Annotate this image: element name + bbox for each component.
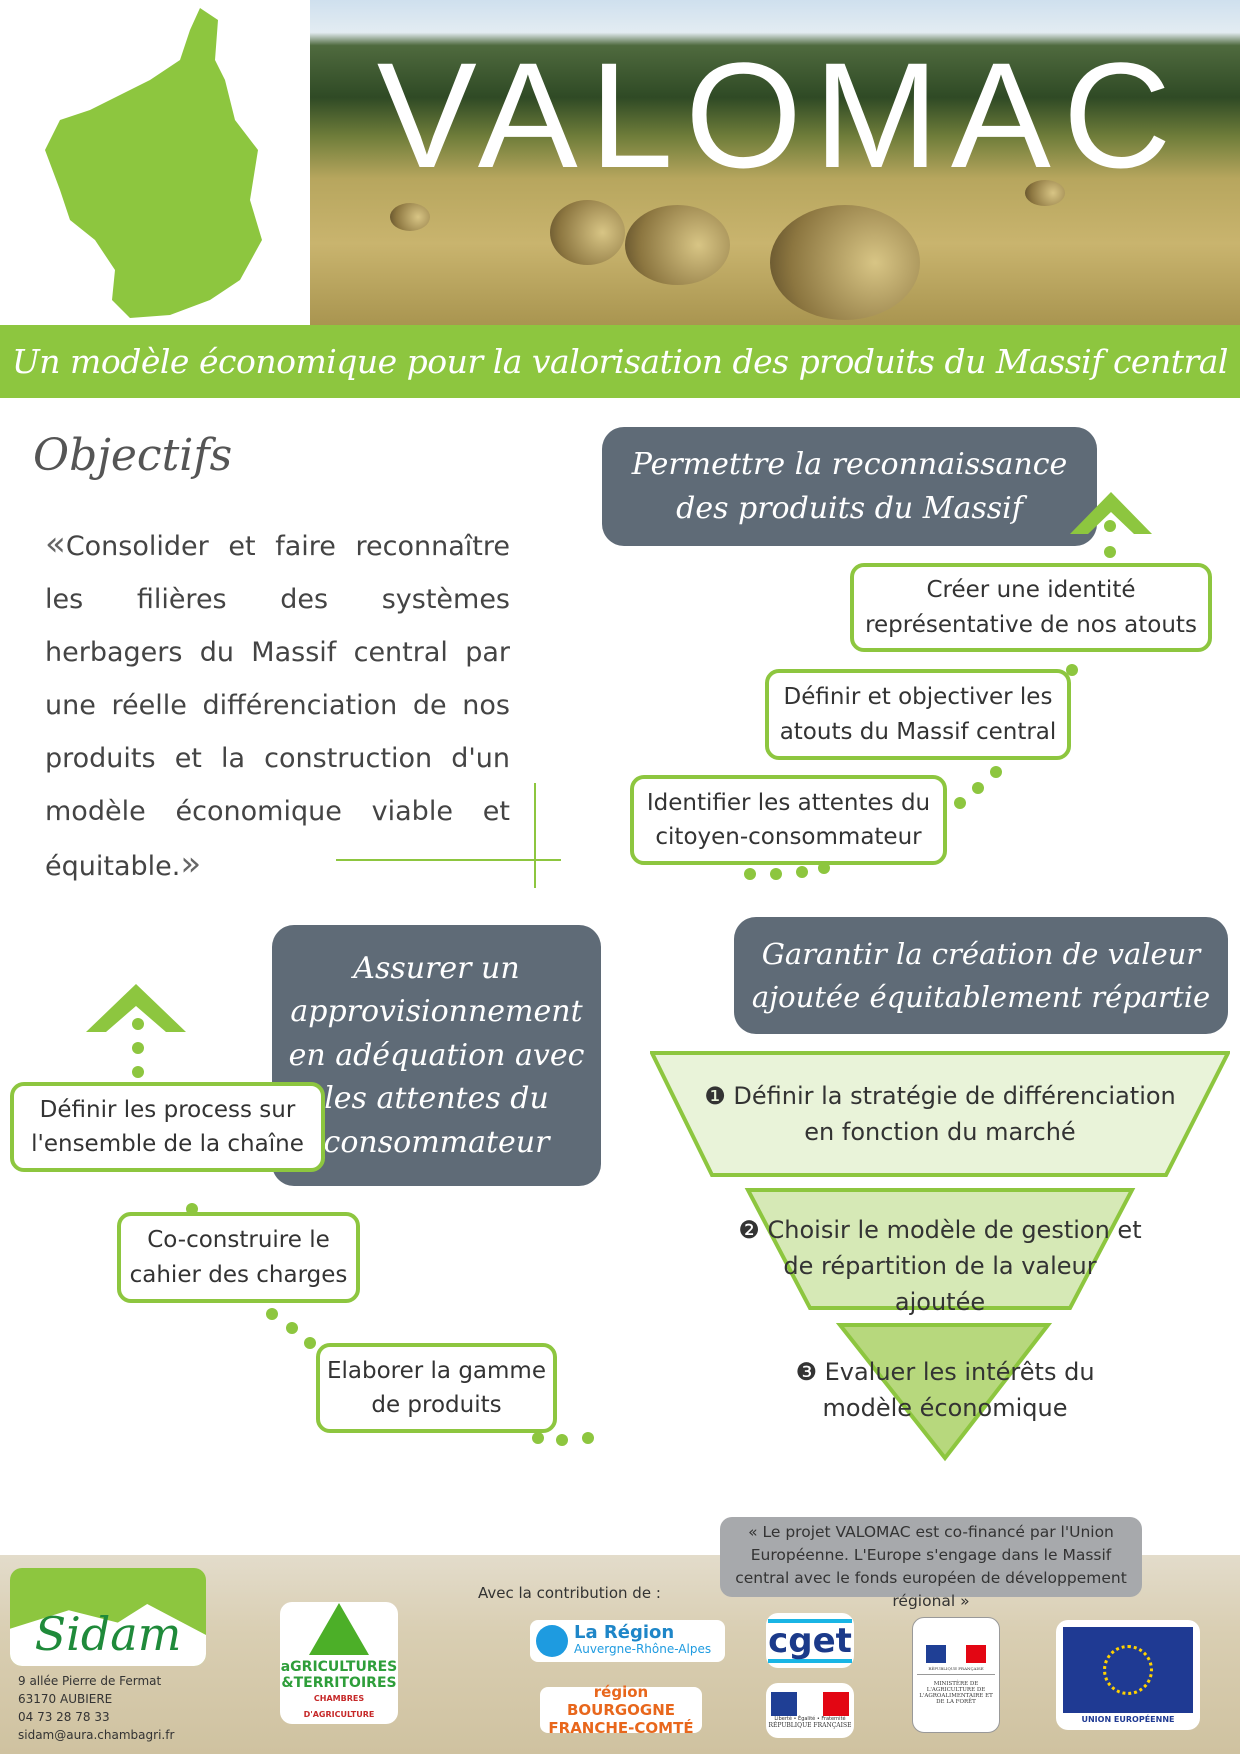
divider-vertical [534,783,536,888]
region-bfc-logo: région BOURGOGNE FRANCHE-COMTÉ [540,1683,702,1737]
logo-text: FRANCHE-COMTÉ [548,1719,694,1737]
address-line: 9 allée Pierre de Fermat [18,1674,162,1688]
connector-dot [972,782,984,794]
ministere-agriculture-logo: RÉPUBLIQUE FRANÇAISE MINISTÈRE DE L'AGRI… [912,1617,1000,1733]
logo-text: RÉPUBLIQUE FRANÇAISE [768,1722,852,1729]
connector-dot [286,1322,298,1334]
objectives-text: Consolider et faire reconnaître les fili… [45,531,510,882]
email-address: sidam@aura.chambagri.fr [18,1728,175,1742]
divider-horizontal [336,859,561,861]
value-title: Garantir la création de valeur ajoutée é… [734,917,1228,1034]
union-europeenne-logo: UNION EUROPÉENNE [1056,1620,1200,1730]
logo-text: Liberté • Égalité • Fraternité [774,1716,846,1722]
french-flag-icon [926,1645,986,1663]
arrow-up-icon [1070,492,1152,534]
eu-cofinancing-note: « Le projet VALOMAC est co-financé par l… [720,1517,1142,1610]
connector-dot [770,868,782,880]
logo-text: MINISTÈRE DE L'AGRICULTURE DE L'AGROALIM… [917,1674,995,1705]
chambres-a-icon [309,1603,369,1655]
connector-dot [1104,520,1116,532]
contribution-label: Avec la contribution de : [478,1584,661,1602]
logo-text: La Région [574,1622,675,1643]
value-step-3: ❸ Evaluer les intérêts du modèle économi… [795,1358,1095,1422]
connector-dot [818,862,830,874]
connector-dot [744,868,756,880]
close-quote: » [180,844,202,884]
address-line: 63170 AUBIERE [18,1692,113,1706]
sidam-logo-text: Sidam [34,1607,182,1661]
logo-text: aGRICULTURES [280,1659,398,1675]
french-flag-icon [771,1692,849,1716]
objectives-quote: «Consolider et faire reconnaître les fil… [45,518,510,893]
connector-dot [582,1432,594,1444]
value-funnel [650,1051,1230,1462]
logo-text: RÉPUBLIQUE FRANÇAISE [928,1666,984,1671]
supply-step-2: Co-construire le cahier des charges [117,1212,360,1303]
connector-dot [1104,546,1116,558]
page-title: VALOMAC [376,31,1184,199]
supply-title: Assurer un approvisionnement en adéquati… [272,925,601,1186]
open-quote: « [45,524,66,564]
logo-text: CHAMBRES D'AGRICULTURE [303,1694,375,1719]
logo-text: cget [768,1618,852,1663]
connector-dot [1066,664,1078,676]
logo-text: UNION EUROPÉENNE [1081,1714,1175,1724]
connector-dot [132,1042,144,1054]
supply-step-1: Définir les process sur l'ensemble de la… [10,1082,325,1172]
phone-number: 04 73 28 78 33 [18,1710,110,1724]
connector-dot [132,1018,144,1030]
connector-dot [954,797,966,809]
region-aura-icon [536,1625,568,1657]
connector-dot [796,866,808,878]
objectives-heading: Objectifs [33,430,233,481]
logo-text: &TERRITOIRES [281,1675,397,1691]
arrow-up-icon [86,984,186,1032]
massif-central-map [0,0,310,325]
republique-francaise-logo: Liberté • Égalité • Fraternité RÉPUBLIQU… [766,1683,854,1738]
connector-dot [304,1337,316,1349]
connector-dot [556,1434,568,1446]
recognition-step-2: Définir et objectiver les atouts du Mass… [765,669,1071,760]
sidam-address: 9 allée Pierre de Fermat 63170 AUBIERE 0… [18,1672,174,1744]
recognition-step-3: Identifier les attentes du citoyen-conso… [630,775,947,865]
logo-text: Auvergne-Rhône-Alpes [574,1642,712,1656]
eu-flag-icon [1063,1626,1193,1713]
value-step-2: ❷ Choisir le modèle de gestion et de rép… [738,1216,1142,1316]
connector-dot [532,1432,544,1444]
supply-step-3: Elaborer la gamme de produits [316,1343,557,1433]
value-step-1: ❶ Définir la stratégie de différenciatio… [704,1082,1176,1146]
connector-dot [990,766,1002,778]
chambres-agriculture-logo: aGRICULTURES &TERRITOIRES CHAMBRES D'AGR… [280,1602,398,1724]
sidam-logo: Sidam [10,1568,206,1666]
recognition-step-1: Créer une identité représentative de nos… [850,563,1212,652]
cget-logo: cget [766,1613,854,1668]
connector-dot [132,1066,144,1078]
connector-dot [266,1308,278,1320]
subtitle-banner: Un modèle économique pour la valorisatio… [0,325,1240,398]
logo-text: région BOURGOGNE [566,1683,676,1719]
hero-photo-hay-bales [310,0,1240,325]
recognition-title: Permettre la reconnaissance des produits… [602,427,1097,546]
